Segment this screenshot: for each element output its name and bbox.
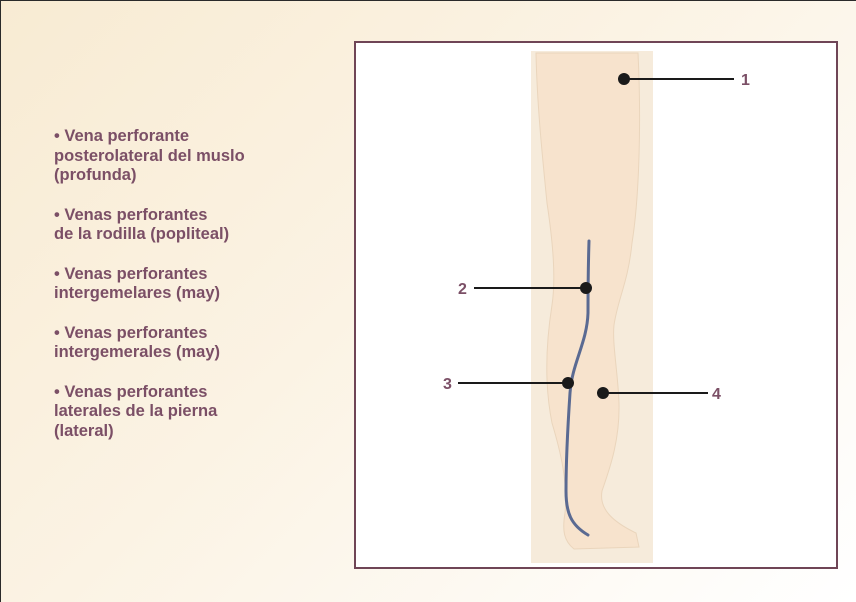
list-item: • Venas perforantes laterales de la pier…: [54, 383, 324, 442]
leg-diagram: 1 2 3 4: [356, 43, 836, 567]
callout-label-4: 4: [712, 386, 721, 403]
perforator-vein-list: • Vena perforante posterolateral del mus…: [54, 127, 324, 461]
leg-figure-frame: 1 2 3 4: [354, 41, 838, 569]
callout-label-1: 1: [741, 72, 750, 89]
callout-label-2: 2: [458, 281, 467, 298]
list-item: • Venas perforantes de la rodilla (popli…: [54, 206, 324, 245]
list-item: • Venas perforantes intergemerales (may): [54, 324, 324, 363]
list-item: • Venas perforantes intergemelares (may): [54, 265, 324, 304]
callout-label-3: 3: [443, 376, 452, 393]
list-item: • Vena perforante posterolateral del mus…: [54, 127, 324, 186]
